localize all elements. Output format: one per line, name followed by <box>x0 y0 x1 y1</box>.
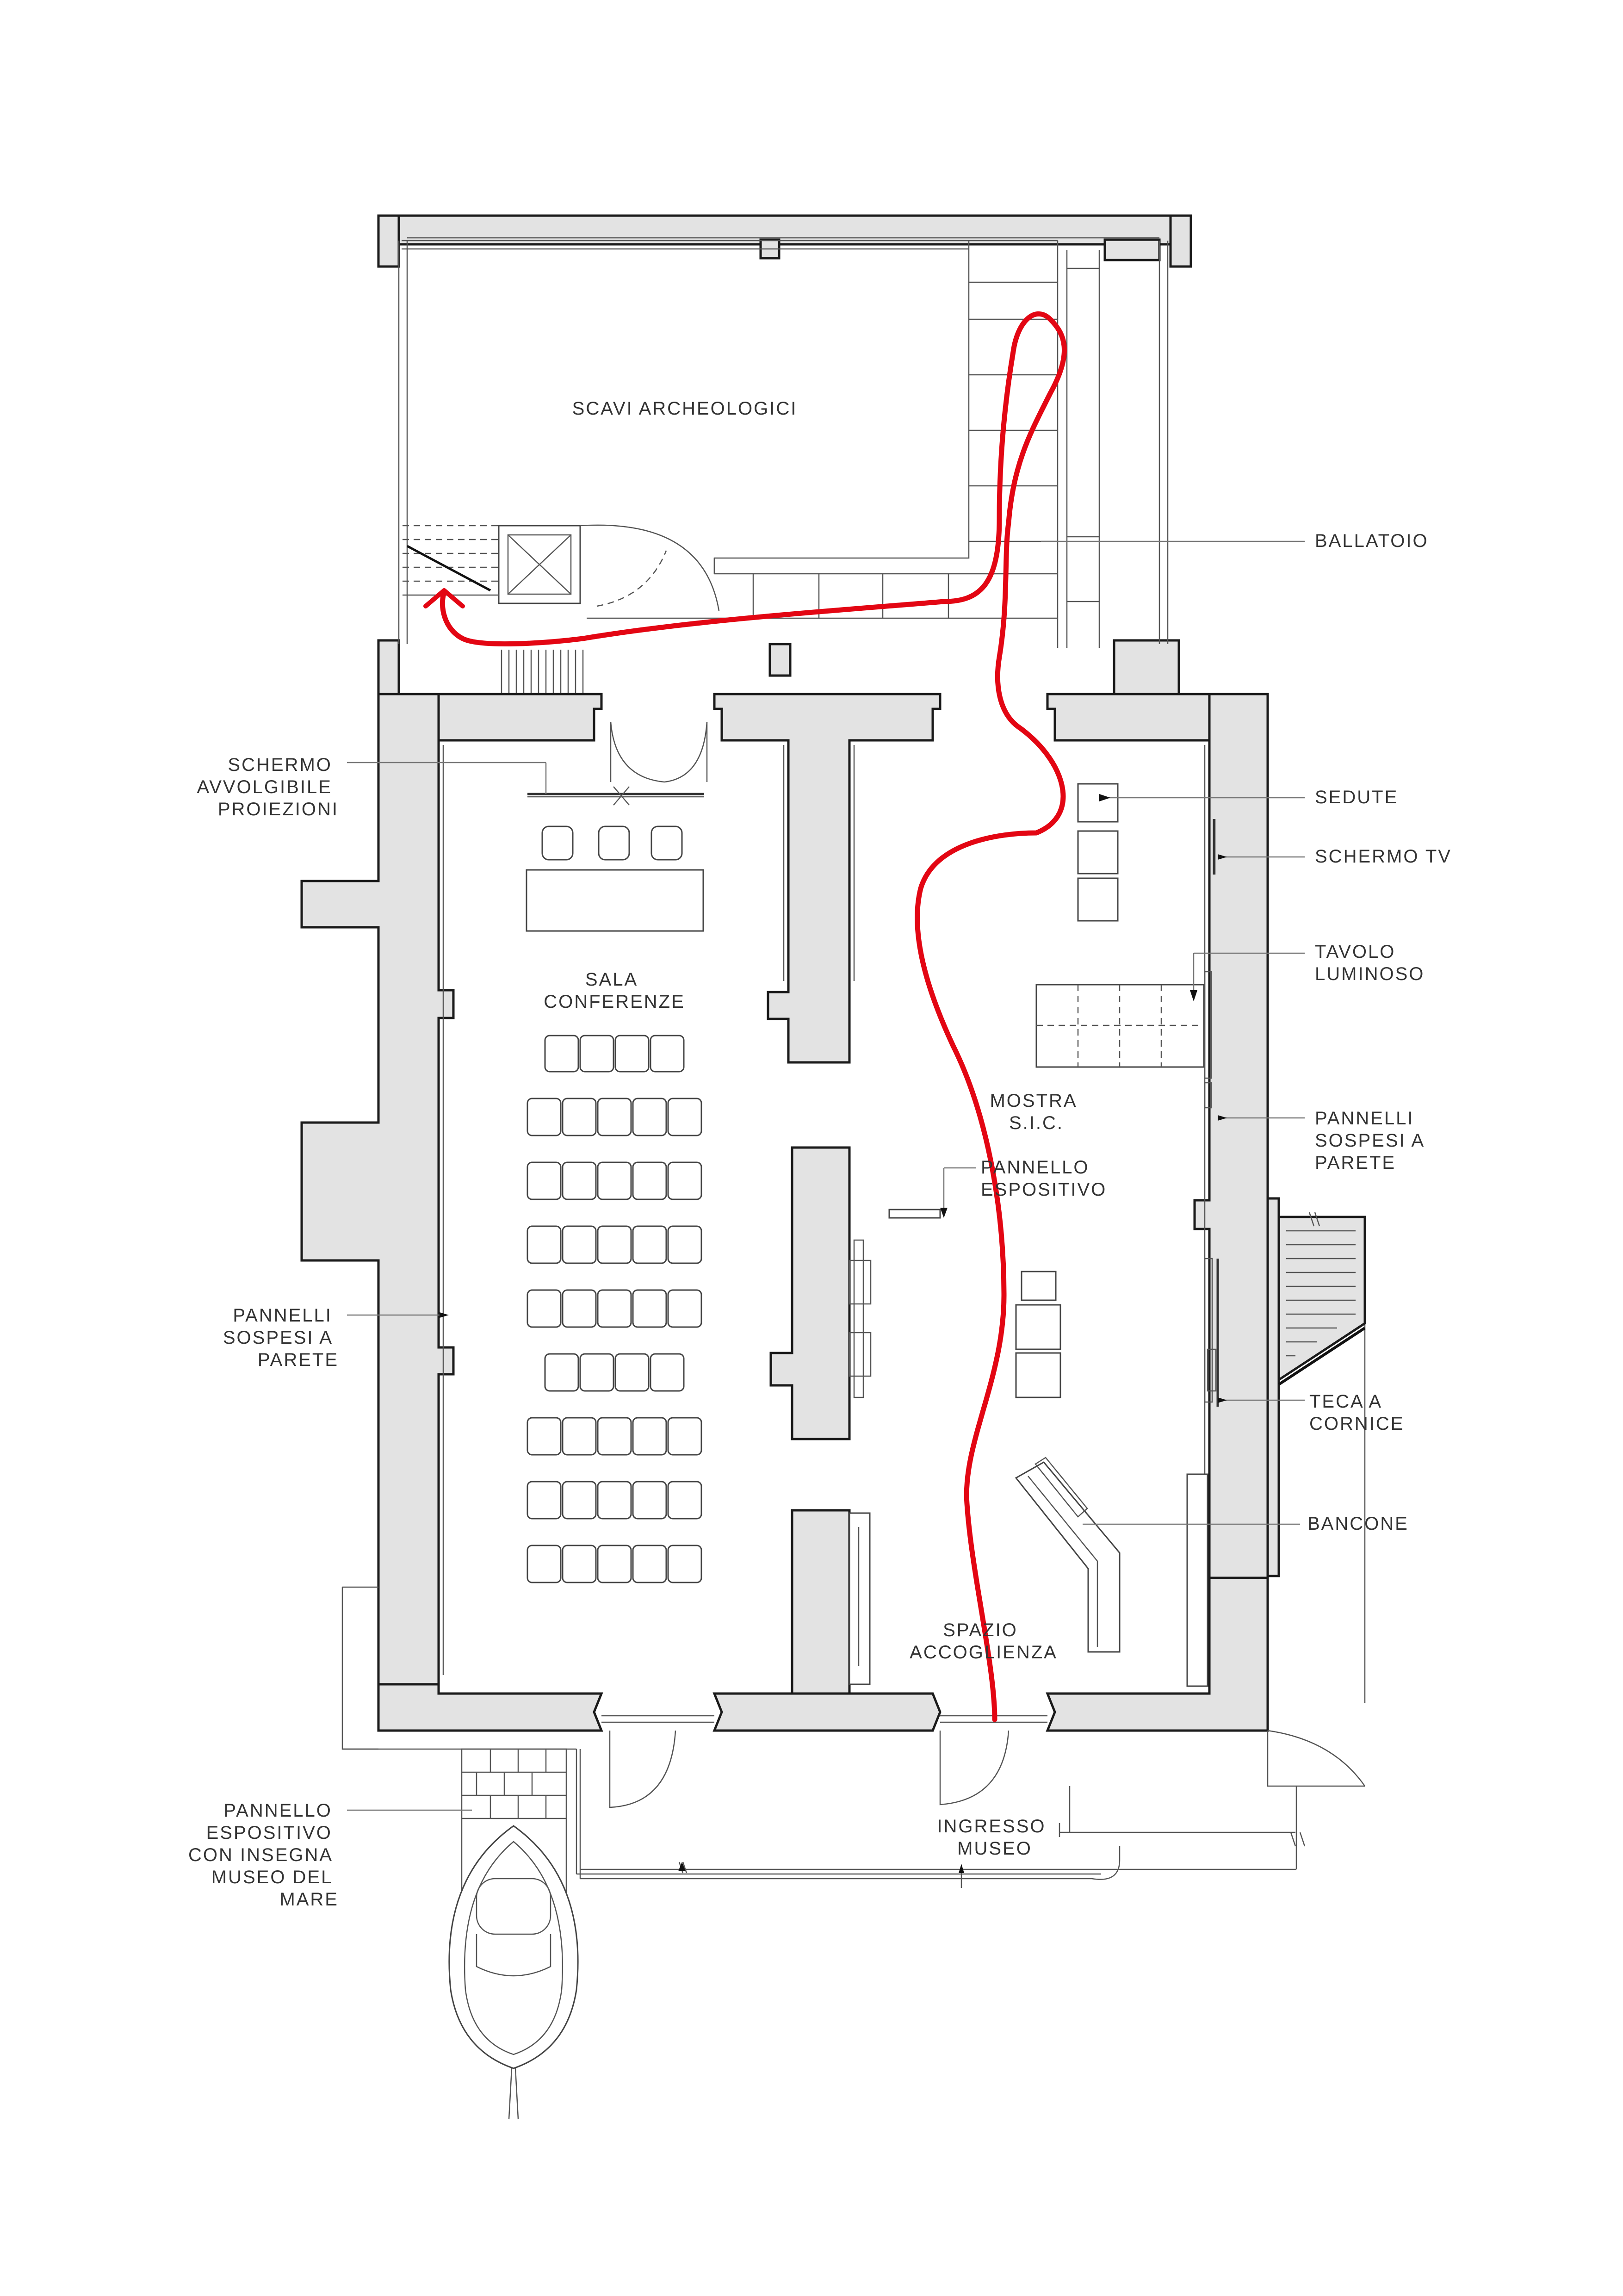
east-wall-lip <box>1266 1197 1280 1577</box>
annex-structure <box>377 214 1192 699</box>
south-pier <box>791 1509 851 1695</box>
main-walls <box>300 693 1280 1732</box>
label-sedute: SEDUTE <box>1315 787 1398 807</box>
conference-table <box>526 869 704 932</box>
audience-seating <box>527 1035 702 1583</box>
annex-nw-pier <box>377 214 400 268</box>
south-wall-middle <box>712 1692 942 1732</box>
label-scavi: SCAVI ARCHEOLOGICI <box>572 398 798 419</box>
central-display-wall <box>769 1146 851 1440</box>
label-mostra-sic: MOSTRA S.I.C. <box>990 1091 1083 1133</box>
boat <box>448 1825 579 2069</box>
west-wall <box>300 693 455 1686</box>
south-wall-west <box>377 1683 603 1732</box>
labels: SCAVI ARCHEOLOGICI BALLATOIO SCHERMO AVV… <box>188 398 1452 1910</box>
label-tavolo-luminoso: TAVOLO LUMINOSO <box>1315 942 1425 984</box>
seat-2 <box>1077 830 1119 875</box>
north-wall-middle-and-pier <box>713 693 942 1064</box>
case-2 <box>1015 1304 1061 1350</box>
label-pannelli-sospesi-sx: PANNELLI SOSPESI A PARETE <box>223 1305 339 1370</box>
leader-lines <box>347 540 1305 1811</box>
conference-furniture <box>526 786 704 1583</box>
display-panel <box>888 1209 941 1219</box>
annex-se-block <box>1113 639 1180 695</box>
label-spazio-accoglienza: SPAZIO ACCOGLIENZA <box>910 1620 1058 1663</box>
annex-ne-pier <box>1169 214 1192 268</box>
annex-north-wall <box>377 214 1192 246</box>
east-wall <box>1193 693 1269 1579</box>
lift-door-swing <box>580 524 720 611</box>
label-pannelli-sospesi-dx: PANNELLI SOSPESI A PARETE <box>1315 1108 1431 1173</box>
label-bancone: BANCONE <box>1307 1514 1409 1534</box>
label-schermo-avvolgibile: SCHERMO AVVOLGIBILE PROIEZIONI <box>197 755 339 819</box>
seat-1 <box>1077 783 1119 823</box>
label-teca-cornice: TECA A CORNICE <box>1309 1391 1404 1434</box>
case-3 <box>1015 1352 1061 1398</box>
label-sala-conferenze: SALA CONFERENZE <box>544 969 685 1012</box>
exhibition-furniture <box>849 783 1219 1687</box>
case-1 <box>1021 1271 1057 1301</box>
label-pannello-insegna: PANNELLO ESPOSITIVO CON INSEGNA MUSEO DE… <box>188 1800 339 1910</box>
visitor-route <box>440 311 1067 1722</box>
south-wall-east <box>1046 1576 1269 1732</box>
reception-counter <box>1015 1461 1121 1653</box>
annex-pillar <box>768 643 792 677</box>
label-schermo-tv: SCHERMO TV <box>1315 846 1452 867</box>
label-pannello-espositivo: PANNELLO ESPOSITIVO <box>981 1157 1107 1200</box>
label-ingresso-museo: INGRESSO MUSEO <box>937 1816 1052 1859</box>
annex-sw-pier <box>377 639 400 695</box>
annex-ne-block <box>1103 238 1161 261</box>
seat-3 <box>1077 877 1119 922</box>
label-ballatoio: BALLATOIO <box>1315 531 1429 551</box>
exterior <box>341 1212 1366 2120</box>
